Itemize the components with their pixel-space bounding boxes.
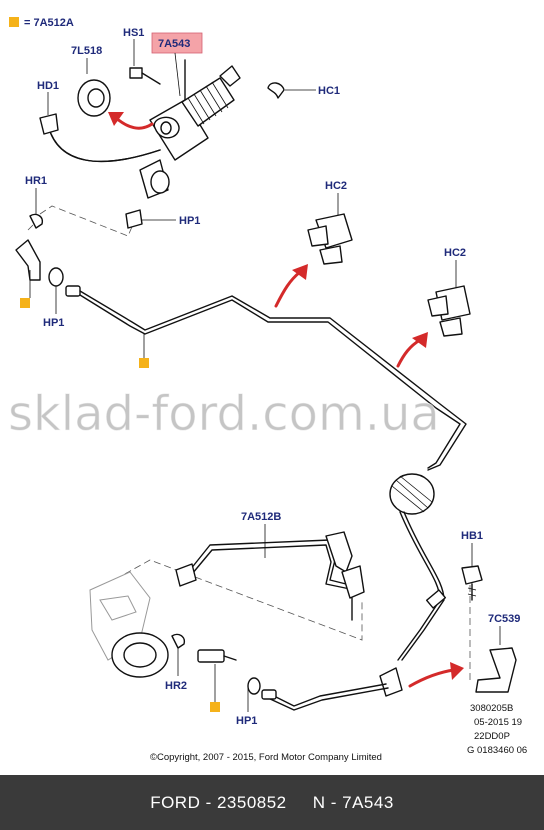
lower-pipe — [247, 667, 403, 711]
legend-text: = 7A512A — [24, 17, 74, 29]
arrow-7l518 — [114, 116, 154, 130]
code-3: 22DD0P — [474, 731, 510, 742]
seal-7l518 — [77, 79, 111, 117]
label-hr1-top: HR1 — [25, 175, 47, 187]
arrow-hc2-b — [396, 338, 422, 368]
arrow-7c539 — [408, 668, 456, 688]
bracket-7c539 — [475, 647, 517, 693]
leader-lines — [35, 39, 501, 712]
hd1-clip — [39, 113, 59, 135]
label-hp1-bottom: HP1 — [236, 715, 257, 727]
legend-marker — [9, 17, 19, 27]
master-cylinder-7a543 — [129, 59, 241, 199]
marker-7a512a-2 — [139, 358, 149, 368]
hose-reservoir — [39, 113, 161, 163]
drawing-codes: 3080205B 05-2015 19 22DD0P G 0183460 06 — [467, 703, 527, 756]
hc1-clip — [267, 82, 285, 99]
label-hr2: HR2 — [165, 680, 187, 692]
footer-text: FORD - 2350852 N - 7A543 — [150, 792, 394, 812]
label-hc2-a: HC2 — [325, 180, 347, 192]
label-hb1: HB1 — [461, 530, 483, 542]
label-7l518: 7L518 — [71, 45, 102, 57]
hc2-clip-a — [307, 213, 353, 265]
marker-7a512a-1 — [20, 298, 30, 308]
label-hc2-b: HC2 — [444, 247, 466, 259]
hp1-top-clip — [125, 209, 143, 229]
label-7a543: 7A543 — [158, 38, 190, 50]
label-7a512b: 7A512B — [241, 511, 281, 523]
marker-7a512a-3 — [210, 702, 220, 712]
arrow-hc2-a — [274, 270, 302, 308]
highlight-box — [151, 32, 203, 54]
copyright: ©Copyright, 2007 - 2015, Ford Motor Comp… — [150, 752, 382, 763]
bleed-fitting — [197, 649, 237, 663]
hr1-clip — [29, 213, 44, 229]
clutch-hydraulics-diagram: = 7A512A HS1 7A543 HC1 7L518 HD1 HR1 HP1… — [8, 17, 527, 763]
slave-cylinder — [89, 571, 169, 678]
code-1: 3080205B — [470, 703, 513, 714]
watermark: sklad-ford.com.ua — [8, 386, 440, 442]
label-hs1: HS1 — [123, 27, 144, 39]
pulsation-damper — [389, 473, 447, 661]
hb1-bolt — [461, 565, 483, 601]
legend: = 7A512A — [9, 17, 74, 29]
label-hc1: HC1 — [318, 85, 340, 97]
code-4: G 0183460 06 — [467, 745, 527, 756]
assembly-dashes — [27, 205, 471, 680]
hs1-screw — [129, 67, 143, 79]
hr2-clip — [171, 633, 186, 649]
callout-arrows — [108, 112, 464, 688]
label-hd1: HD1 — [37, 80, 59, 92]
main-pipe — [79, 290, 467, 471]
elbow-connector — [15, 239, 81, 297]
label-hp1-top: HP1 — [179, 215, 200, 227]
label-hp1-left: HP1 — [43, 317, 64, 329]
hc2-clip-b — [427, 285, 471, 337]
hose-7a512b — [175, 531, 365, 621]
code-2: 05-2015 19 — [474, 717, 522, 728]
footer-bar: FORD - 2350852 N - 7A543 — [0, 775, 544, 830]
label-7c539: 7C539 — [488, 613, 520, 625]
